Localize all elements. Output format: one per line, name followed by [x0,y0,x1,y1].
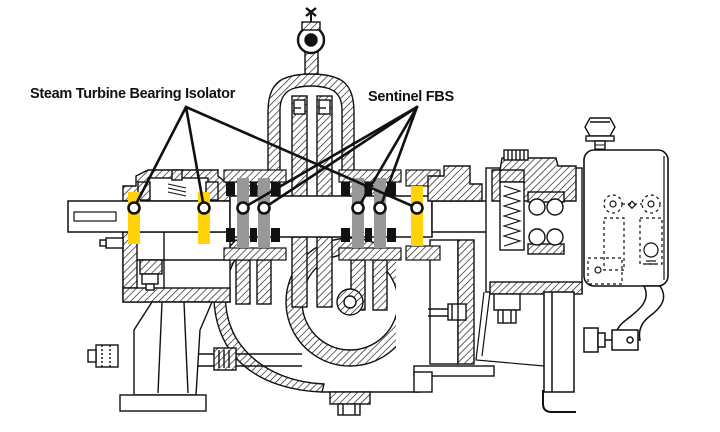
governor-linkage [475,285,665,413]
governor-valve [296,7,326,75]
adjuster-knob [583,327,639,353]
box-internal-solid [594,200,659,274]
bearing-isolator-seal-highlight [198,192,210,244]
casing-bolt [428,303,467,321]
sentinel-fbs-leader-endpoint [351,201,365,215]
turbine-casing [213,236,495,416]
bearing-isolator-label: Steam Turbine Bearing Isolator [30,86,236,102]
ball-bearings [527,191,565,255]
bearing-isolator-leader-line [132,105,188,210]
bearing-isolator-leader-endpoint [127,201,141,215]
shaft-keyway [73,211,117,222]
sentinel-fbs-leader-endpoint [257,201,271,215]
pedestal-bolt [87,344,119,368]
sentinel-fbs-leader-line [241,105,419,210]
sentinel-fbs-label: Sentinel FBS [368,89,454,105]
sentinel-fbs-leader-endpoint [373,201,387,215]
steam-chest [241,7,381,202]
housing-base-bolt [493,293,521,324]
callout-leader-lines-layer [127,105,424,215]
housing-side-bolt [99,237,124,249]
sentinel-fbs-leader-endpoint [236,201,250,215]
box-top-nut [584,117,616,156]
left-bearing-housing [87,169,302,412]
bearing-isolator-seal-highlight [411,186,423,246]
valve-top-x-mark [305,7,317,17]
coupling-teeth [503,149,529,161]
bearing-isolator-leader-line [184,105,419,210]
bearing-isolator-leader-endpoint [197,201,211,215]
tie-rod [198,347,302,371]
sentinel-fbs-leader-line [378,105,419,210]
sentinel-fbs-leader-line [262,105,419,210]
bearing-isolator-leader-endpoint [410,201,424,215]
drain-bolt [337,403,361,416]
bearing-isolator-leader-line [184,105,206,210]
governor-spring [499,169,525,251]
right-bearing-housing [427,149,583,324]
governor-box [583,117,669,287]
sentinel-fbs-leader-line [356,105,419,210]
